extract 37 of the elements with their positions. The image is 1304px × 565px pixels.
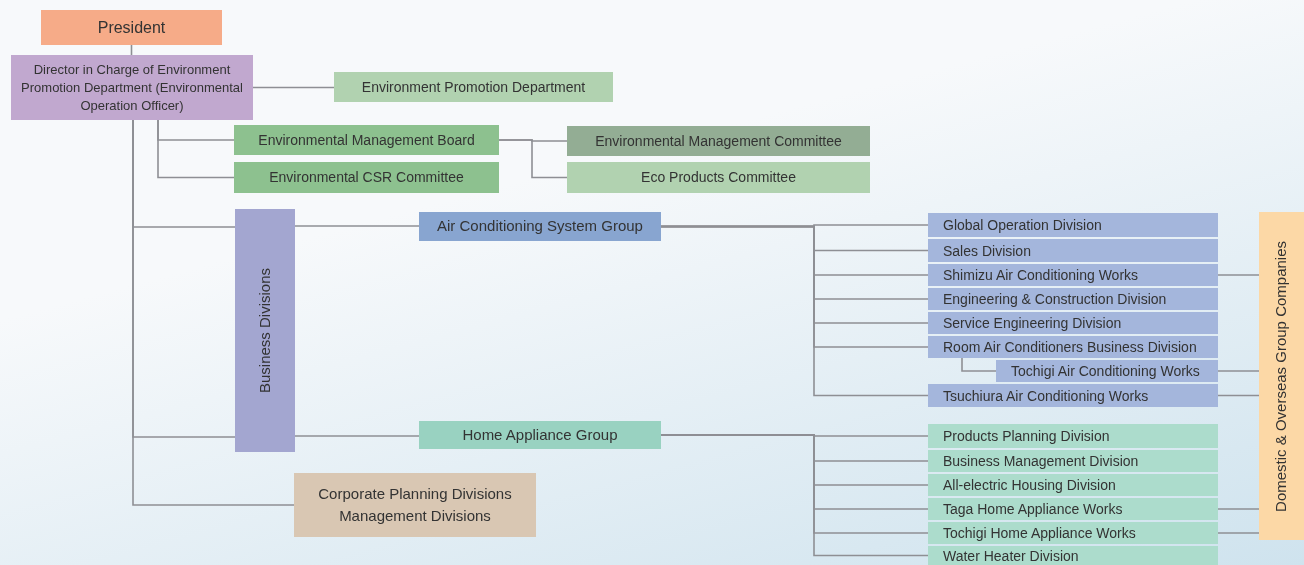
org-box: Environmental CSR Committee [234, 162, 499, 193]
connector-line [157, 119, 235, 179]
division-box: Global Operation Division [928, 213, 1218, 237]
division-box: Tsuchiura Air Conditioning Works [928, 384, 1218, 407]
division-box: Tochigi Home Appliance Works [928, 522, 1218, 544]
connector-line [1217, 394, 1260, 397]
connector-line [1217, 370, 1260, 372]
connector-line [252, 86, 335, 89]
division-box: Business Management Division [928, 450, 1218, 472]
division-box: Taga Home Appliance Works [928, 498, 1218, 520]
org-box: Home Appliance Group [419, 421, 661, 449]
division-box: Room Air Conditioners Business Division [928, 336, 1218, 358]
division-box: Sales Division [928, 239, 1218, 262]
connector-line [1217, 532, 1260, 534]
org-box: Environmental Management Committee [567, 126, 870, 156]
division-box: All-electric Housing Division [928, 474, 1218, 496]
org-box: Environment Promotion Department [334, 72, 613, 102]
division-box: Shimizu Air Conditioning Works [928, 264, 1218, 286]
connector-line [294, 225, 420, 227]
org-box: Corporate Planning Divisions Management Divisions [294, 473, 536, 537]
org-box: Air Conditioning System Group [419, 212, 661, 241]
connector-line [961, 357, 997, 372]
org-box: Director in Charge of Environment Promotion Department (Environmental Operation Officer) [11, 55, 253, 120]
connector-line [498, 139, 568, 179]
division-box: Products Planning Division [928, 424, 1218, 448]
connector-line [1217, 274, 1260, 276]
connector-line [294, 435, 420, 437]
division-box: Service Engineering Division [928, 312, 1218, 334]
org-box: Environmental Management Board [234, 125, 499, 155]
vertical-box: Domestic & Overseas Group Companies [1259, 212, 1304, 540]
connector-line [1217, 508, 1260, 510]
vertical-box: Business Divisions [235, 209, 295, 452]
division-box: Tochigi Air Conditioning Works [996, 360, 1218, 382]
division-box: Engineering & Construction Division [928, 288, 1218, 310]
division-box: Water Heater Division [928, 546, 1218, 565]
org-box: President [41, 10, 222, 45]
org-box: Eco Products Committee [567, 162, 870, 193]
